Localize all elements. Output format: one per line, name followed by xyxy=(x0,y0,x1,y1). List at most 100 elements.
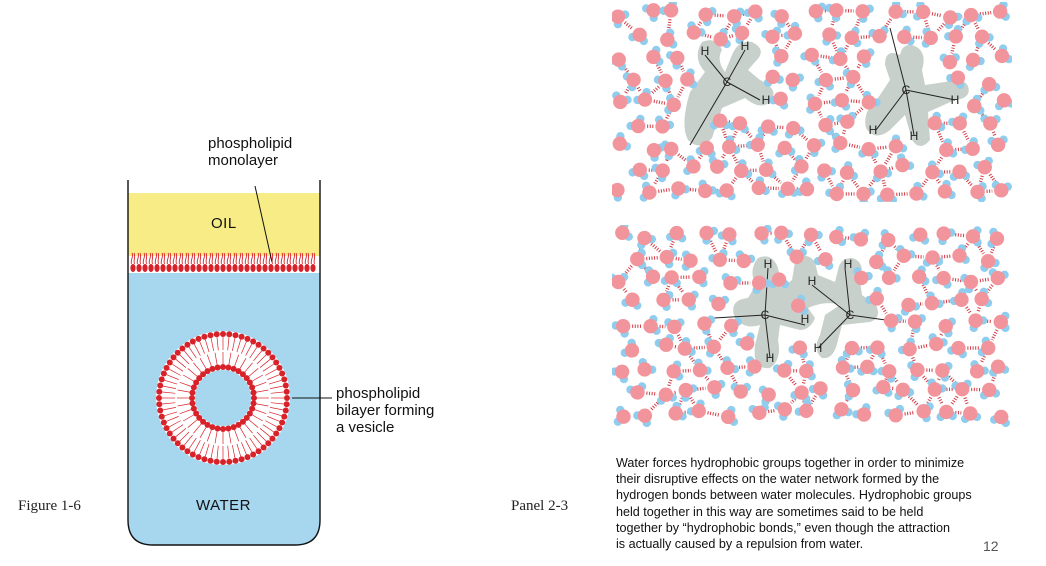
oxygen-atom xyxy=(706,339,722,355)
water-molecule xyxy=(772,359,793,378)
covalent-bond xyxy=(764,314,771,359)
water-molecules-top xyxy=(612,2,1012,202)
hydrogen-bond xyxy=(771,174,783,185)
lipid-head xyxy=(232,332,239,339)
lipid-head xyxy=(213,331,220,338)
lipid-head xyxy=(280,264,286,272)
slide-number: 12 xyxy=(983,538,999,554)
lipid-tail xyxy=(232,252,238,265)
oxygen-atom xyxy=(936,270,951,286)
water-molecule xyxy=(868,26,889,44)
oil-layer xyxy=(128,193,320,256)
oxygen-atom xyxy=(637,408,653,423)
oxygen-atom xyxy=(774,48,789,64)
lipid-head xyxy=(304,264,310,272)
lipid-tail xyxy=(206,429,212,442)
oxygen-atom xyxy=(829,229,844,245)
hydrogen-bond xyxy=(709,240,718,253)
lipid-tail xyxy=(262,424,274,433)
water-molecule xyxy=(944,24,963,44)
lipid-head xyxy=(214,425,221,432)
covalent-bond xyxy=(713,314,766,319)
hydrogen-bond xyxy=(853,19,861,31)
monolayer-label-line1: phospholipid xyxy=(208,135,293,152)
water-molecule xyxy=(858,142,879,159)
oxygen-atom xyxy=(643,319,658,334)
water-molecule xyxy=(855,4,874,24)
lipid-tail xyxy=(136,252,142,265)
hydrogen-bond xyxy=(987,41,997,51)
water-molecule xyxy=(730,382,751,399)
hydrogen-bond xyxy=(965,306,972,315)
oxygen-atom xyxy=(712,252,728,268)
water-molecule xyxy=(907,361,925,382)
lipid-head xyxy=(204,368,211,375)
lipid-tail xyxy=(268,411,282,417)
water-molecule xyxy=(949,288,969,307)
lipid-tail xyxy=(262,252,268,265)
hydrogen-bond xyxy=(758,152,765,162)
lipid-tail xyxy=(226,252,232,265)
water-molecule xyxy=(683,155,701,176)
lipid-head xyxy=(251,395,257,401)
oxygen-atom xyxy=(698,7,713,22)
hydrogen-bond xyxy=(834,121,839,126)
hydrogen-bond xyxy=(707,411,720,417)
water-molecule xyxy=(980,254,1000,272)
lipid-head xyxy=(184,448,191,455)
water-molecule xyxy=(844,27,862,48)
water-molecule xyxy=(835,355,855,375)
hydrogen-bond xyxy=(706,331,713,340)
vesicle-label-line1: phospholipid xyxy=(336,385,421,402)
water-molecule xyxy=(628,27,648,46)
hydrogen-atom-label: H xyxy=(741,39,750,53)
oxygen-atom xyxy=(970,184,985,200)
water-molecule xyxy=(960,273,979,294)
water-molecule xyxy=(668,401,687,421)
lipid-tail xyxy=(250,252,256,265)
hydrogen-bond xyxy=(860,34,871,39)
oxygen-atom xyxy=(794,159,809,174)
water-molecule xyxy=(808,381,828,400)
oxygen-atom xyxy=(872,28,887,44)
oxygen-atom xyxy=(773,91,788,106)
lipid-head xyxy=(226,331,233,338)
hydrogen-bond xyxy=(679,65,686,72)
lipid-head xyxy=(130,264,136,272)
monolayer-label: phospholipid monolayer xyxy=(208,135,292,169)
hydrocarbon-group xyxy=(865,44,969,146)
water-molecule xyxy=(643,315,661,336)
oxygen-atom xyxy=(963,406,978,421)
water-molecule xyxy=(654,333,674,352)
lipid-head xyxy=(214,364,221,371)
lipid-tail xyxy=(202,252,208,265)
oxygen-atom xyxy=(990,270,1006,286)
lipid-tail xyxy=(270,407,283,411)
lipid-head xyxy=(238,333,245,340)
hydrogen-bond xyxy=(731,154,739,164)
lipid-tail xyxy=(267,416,280,422)
lipid-head xyxy=(249,405,256,412)
water-molecule xyxy=(829,226,847,247)
covalent-bond xyxy=(726,49,746,83)
lipid-head xyxy=(238,264,244,272)
lipid-tail xyxy=(172,424,184,433)
oxygen-atom xyxy=(881,364,897,379)
lipid-tail xyxy=(227,337,230,351)
water-molecule xyxy=(626,382,647,400)
oxygen-atom xyxy=(699,140,714,156)
lipid-tail xyxy=(238,252,244,265)
water-molecule xyxy=(852,403,872,422)
water-molecule xyxy=(698,6,717,27)
oxygen-atom xyxy=(965,229,981,244)
oxygen-atom xyxy=(671,181,686,196)
oxygen-atom xyxy=(692,269,707,285)
water-molecule xyxy=(646,143,666,162)
water-molecule xyxy=(989,359,1010,377)
oxygen-atom xyxy=(799,403,814,418)
water-molecule xyxy=(813,252,834,271)
water-molecule xyxy=(637,357,657,377)
hydrogen-atom-label: H xyxy=(951,93,960,107)
lipid-head xyxy=(154,264,160,272)
water-molecule xyxy=(897,25,915,46)
